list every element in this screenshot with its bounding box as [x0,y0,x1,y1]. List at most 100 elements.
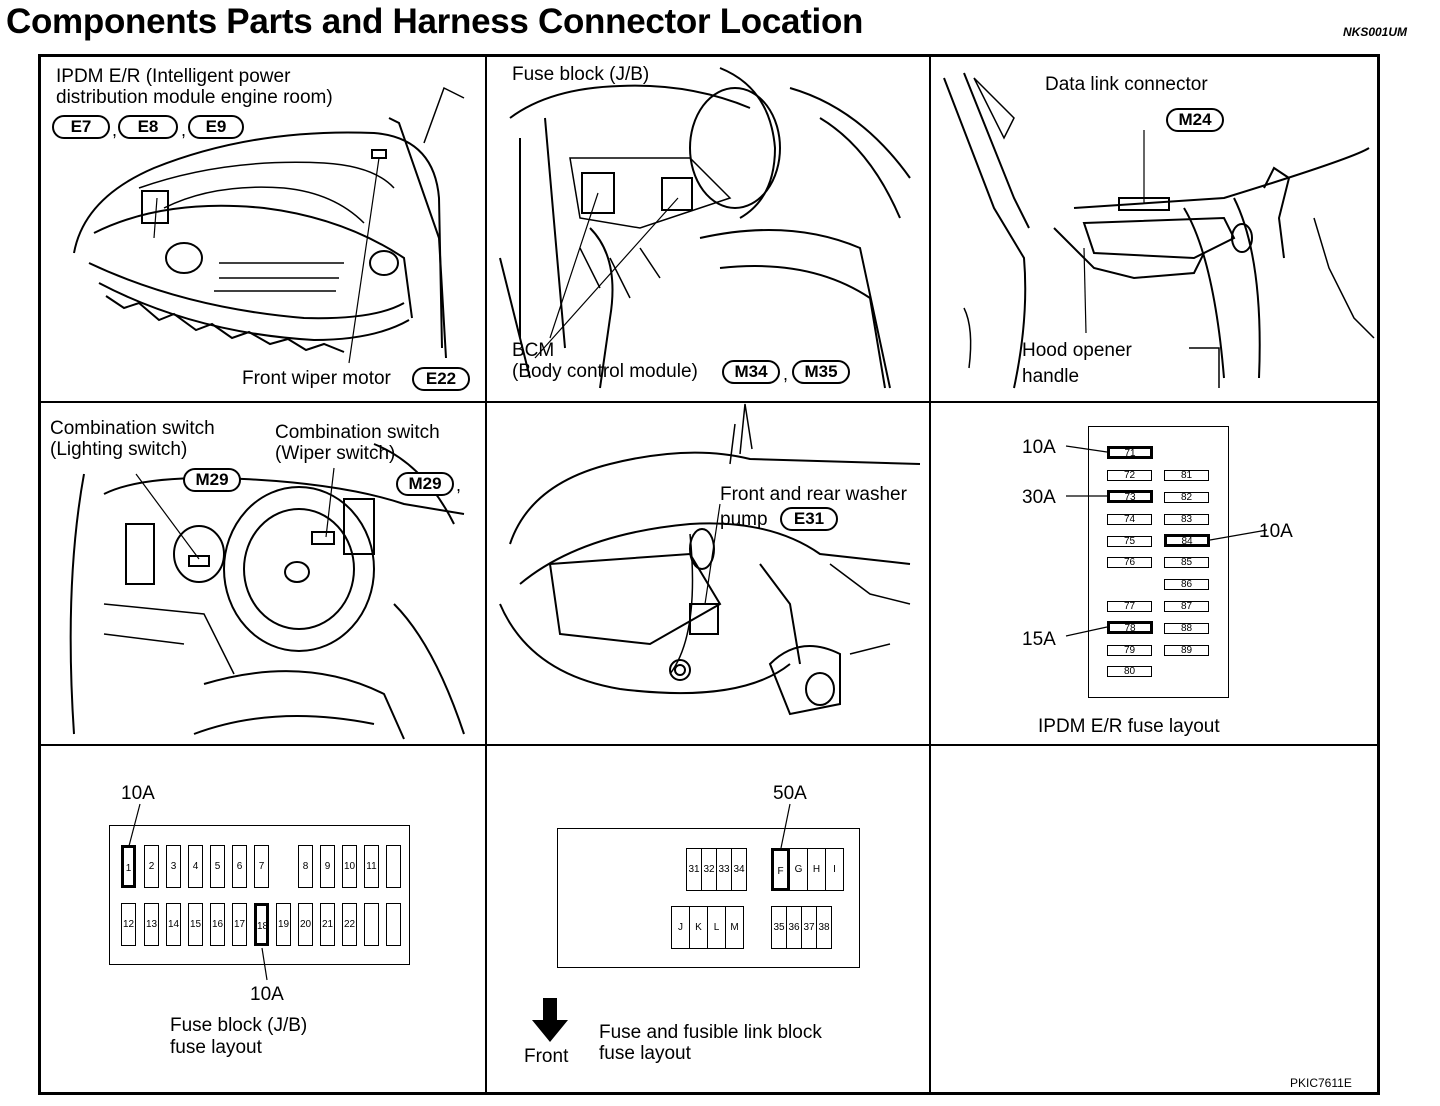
fuse: 7 [254,845,269,888]
jb-fuse-caption-line2: fuse layout [170,1037,262,1058]
separator: , [181,120,187,140]
diagram-frame [38,54,1380,1095]
fuse: 11 [364,845,379,888]
fuse: 17 [232,903,247,946]
hood-opener-label-line2: handle [1022,366,1080,387]
fuse: 88 [1164,623,1209,634]
steering-column-illustration [69,443,465,740]
fuse: 33 [716,848,732,891]
grid-divider [929,56,931,1092]
connector-badge: M35 [792,360,850,384]
bcm-description: (Body control module) [512,361,698,382]
wiper-switch-label: Combination switch [275,422,440,443]
fuse: 79 [1107,645,1152,656]
fuse: 36 [786,906,802,949]
fuse: 22 [342,903,357,946]
washer-pump-illustration [499,403,921,716]
fusible-link: L [707,906,726,949]
fuse-callout: 10A [250,984,284,1005]
separator: , [112,120,118,140]
fuse: 3 [166,845,181,888]
fusible-link-caption-line2: fuse layout [599,1043,691,1064]
connector-badge: E8 [118,115,178,139]
fuse: 81 [1164,470,1209,481]
bcm-label: BCM [512,340,555,361]
separator: , [783,364,789,384]
fuse-callout: 10A [1022,437,1056,458]
grid-divider [41,744,1377,746]
fuse: 20 [298,903,313,946]
fusible-link: F [771,848,790,891]
fuse-callout: 30A [1022,487,1056,508]
fuse: 86 [1164,579,1209,590]
fuse-callout: 10A [121,783,155,804]
jb-callout-lines [128,803,268,981]
ipdm-fuse-caption: IPDM E/R fuse layout [1038,716,1220,737]
fuse: 14 [166,903,181,946]
fuse: 89 [1164,645,1209,656]
wiper-switch-label-line2: (Wiper switch) [275,443,396,464]
fuse: 74 [1107,514,1152,525]
fusible-link-box [557,828,860,968]
grid-divider [485,56,487,1092]
fuse: 83 [1164,514,1209,525]
figure-id: PKIC7611E [1290,1076,1352,1090]
fuse: 35 [771,906,787,949]
fuse: 9 [320,845,335,888]
fuse: 80 [1107,666,1152,677]
connector-badge: E22 [412,367,470,391]
fuse: 78 [1107,621,1153,634]
ipdm-callout-lines [1065,445,1268,637]
fuse: 6 [232,845,247,888]
page-title: Components Parts and Harness Connector L… [6,2,864,41]
fusible-link-callout-line [780,803,791,849]
fuse: 73 [1107,490,1153,503]
connector-badge: M29 [183,468,241,492]
connector-badge: E7 [52,115,110,139]
fuse: 5 [210,845,225,888]
under-dash-illustration [943,72,1375,389]
fusible-link-caption: Fuse and fusible link block [599,1022,822,1043]
connector-badge: M29 [396,472,454,496]
lighting-switch-label: Combination switch [50,418,215,439]
connector-badge: M24 [1166,108,1224,132]
grid-divider [41,401,1377,403]
front-arrow-icon [532,998,568,1042]
fuse: 1 [121,845,136,888]
fuse: 18 [254,903,269,946]
hood-opener-label: Hood opener [1022,340,1132,361]
fuse-blank [386,845,401,888]
fuse: 82 [1164,492,1209,503]
front-label: Front [524,1046,569,1067]
fuse: 21 [320,903,335,946]
fuse: 19 [276,903,291,946]
jb-fuse-box [109,825,410,965]
connector-badge: E9 [188,115,244,139]
ipdm-label-line2: distribution module engine room) [56,87,333,108]
fuse-blank [364,903,379,946]
connector-badge: E31 [780,507,838,531]
ipdm-label-line1: IPDM E/R (Intelligent power [56,66,291,87]
fuse: 77 [1107,601,1152,612]
fusible-link: M [725,906,744,949]
fuse: 12 [121,903,136,946]
fusible-link: J [671,906,690,949]
fuse: 13 [144,903,159,946]
fuse: 76 [1107,557,1152,568]
fuse: 16 [210,903,225,946]
data-link-label: Data link connector [1045,74,1208,95]
fuse: 4 [188,845,203,888]
dashboard-illustration [499,67,911,389]
ipdm-fuse-box [1088,426,1229,698]
fuse: 37 [801,906,817,949]
fuse-blank [386,903,401,946]
wiper-motor-label: Front wiper motor [242,368,391,389]
fuse: 71 [1107,446,1153,459]
fuse: 72 [1107,470,1152,481]
fuse: 32 [701,848,717,891]
jb-fuse-caption: Fuse block (J/B) [170,1015,308,1036]
fusible-link: I [825,848,844,891]
washer-pump-label: Front and rear washer [720,484,907,505]
fuse-block-label: Fuse block (J/B) [512,64,650,85]
separator: , [456,475,462,495]
